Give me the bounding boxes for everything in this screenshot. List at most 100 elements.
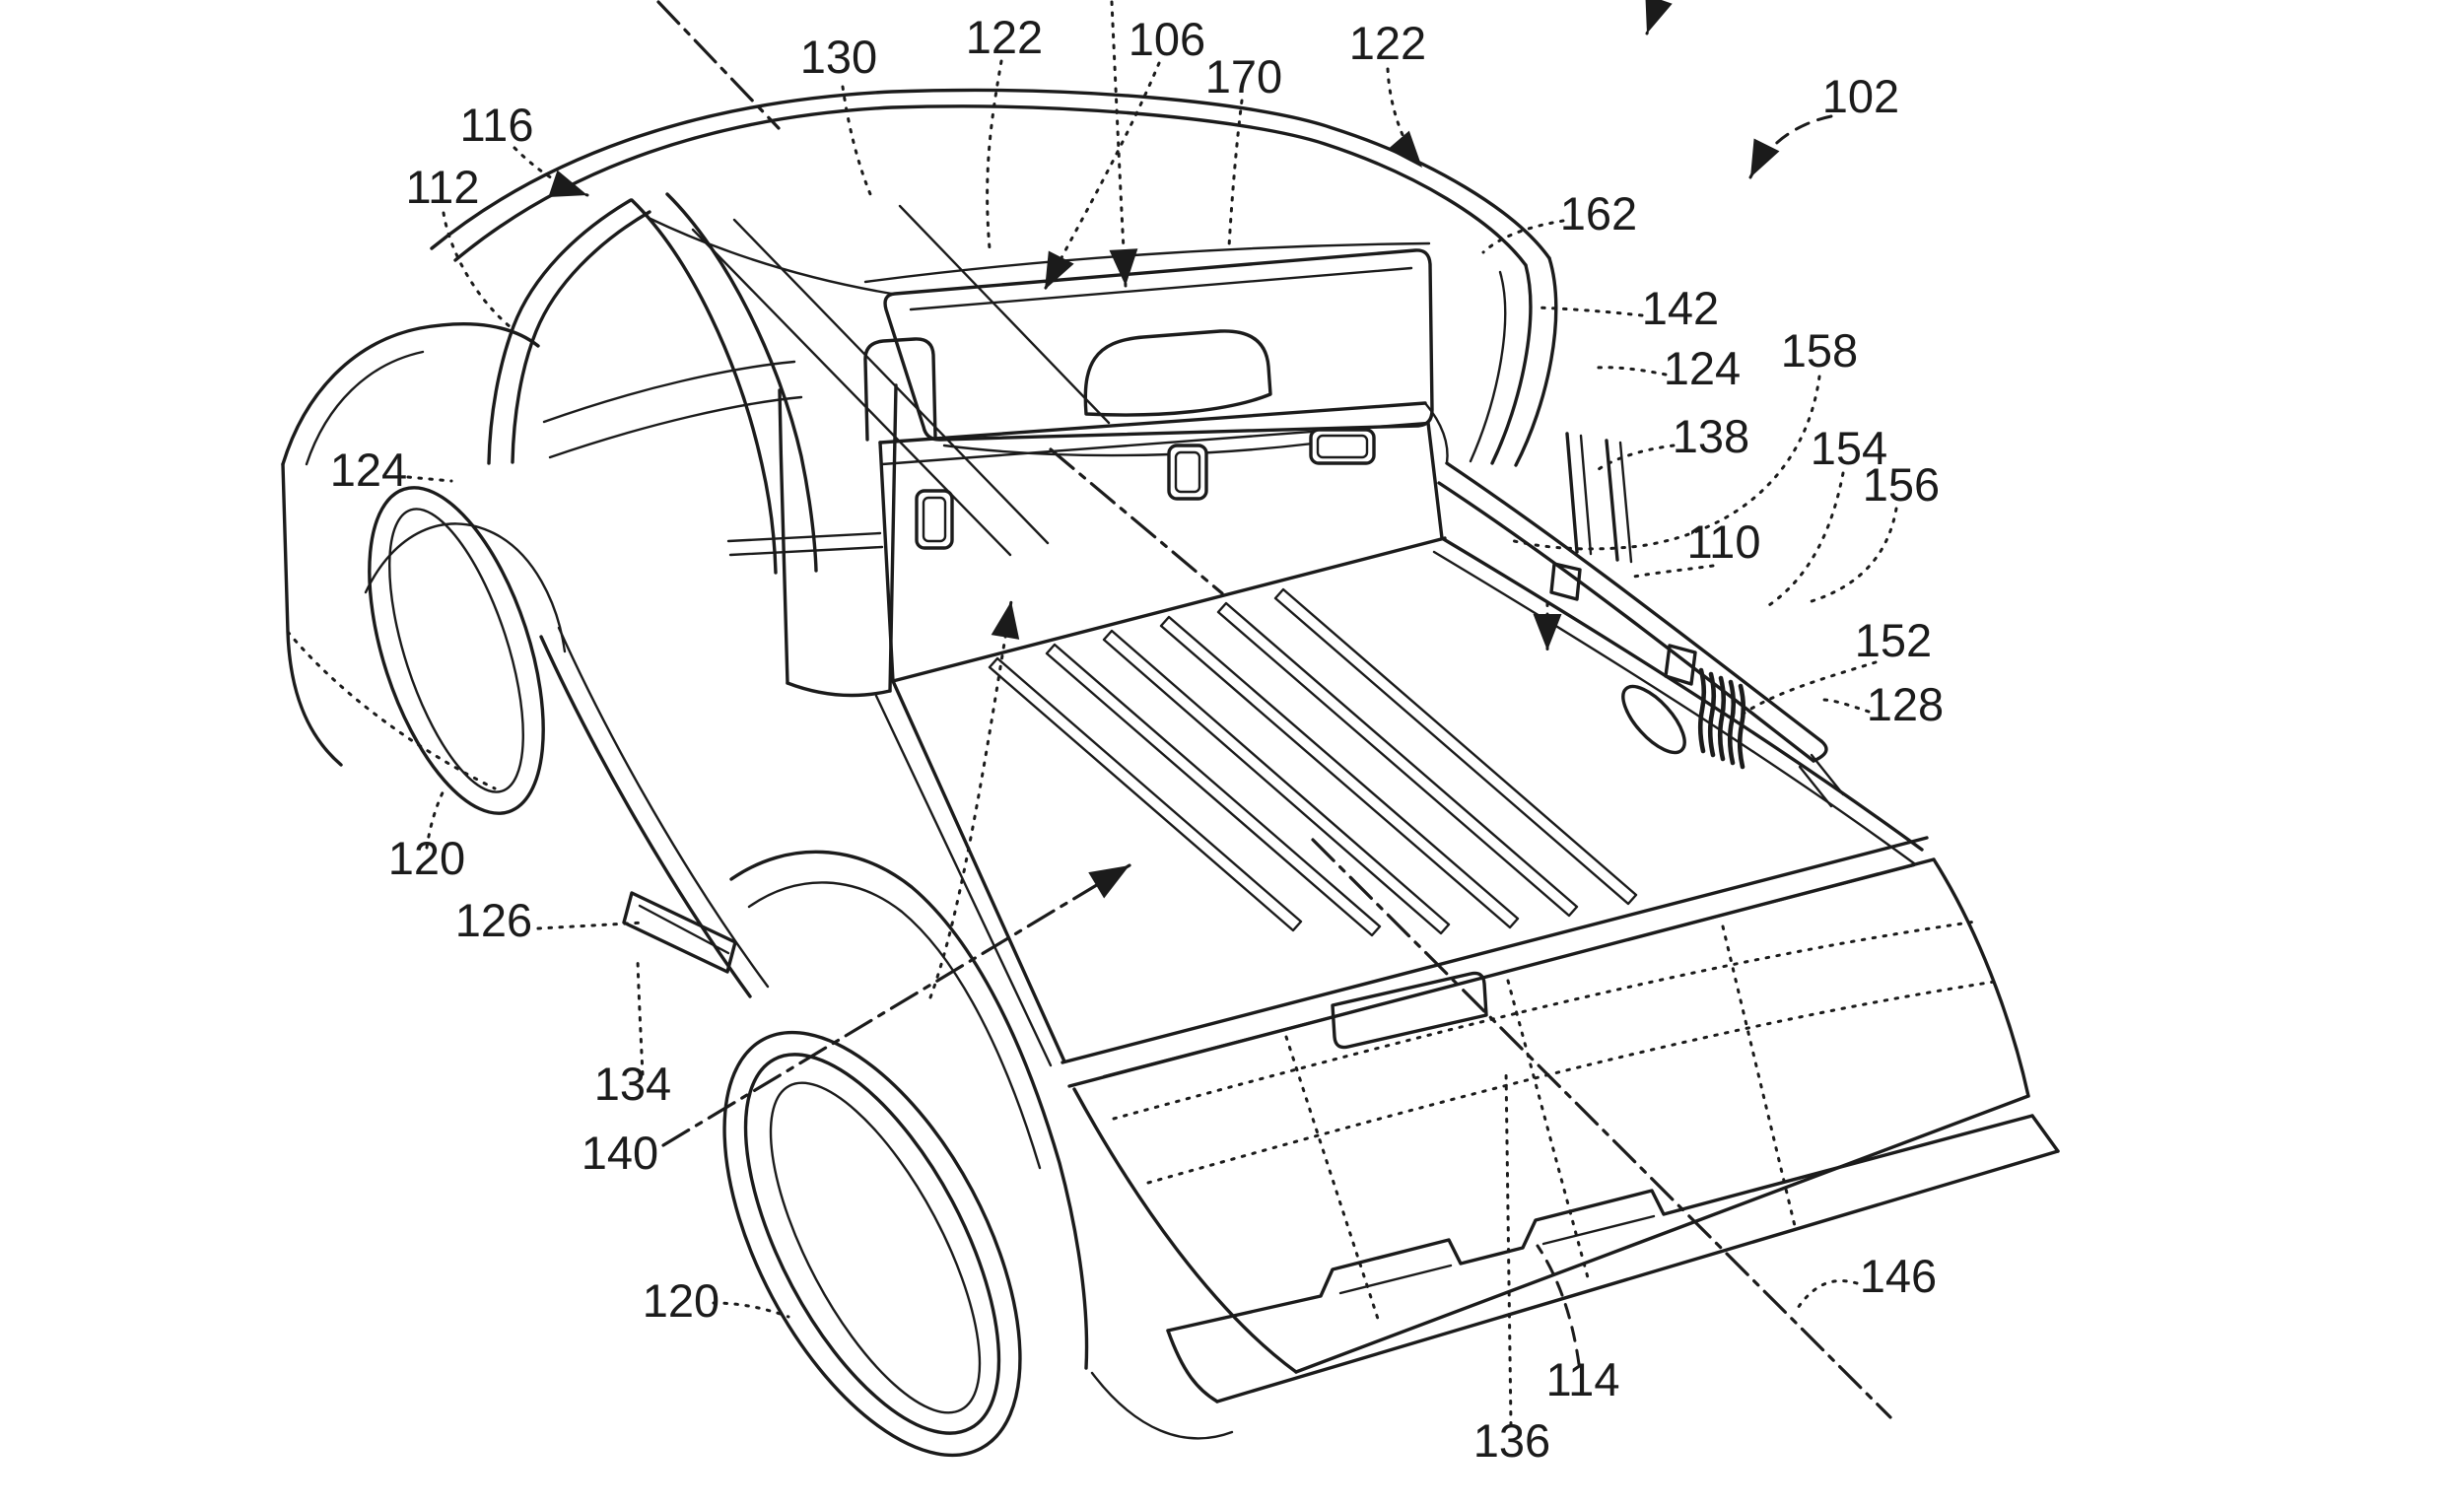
bumper-left-end [1166, 1329, 1219, 1403]
bulkhead-right-edge [1426, 421, 1444, 540]
tailgate-bottom-edge [1294, 1094, 2030, 1374]
bed-left-wall-edge-1 [891, 679, 1066, 1063]
c-pillar-inner [1469, 270, 1507, 463]
leader-110 [1632, 564, 1715, 579]
cage-brace-2 [898, 204, 1111, 425]
ref-label-136: 136 [1473, 1414, 1550, 1467]
underbody-line [1090, 1371, 1234, 1440]
leader-lines [406, 0, 1898, 1427]
tailgate-crease-2 [1506, 979, 1591, 1283]
bulkhead-top-cap [878, 401, 1427, 445]
front-fender-outer [281, 322, 540, 466]
ref-label-140: 140 [582, 1127, 658, 1179]
leader-122-a [986, 59, 1003, 250]
tailgate-left-edge [1072, 1087, 1298, 1374]
ref-label-130: 130 [800, 31, 877, 83]
tailgate-hidden-line-2 [1146, 979, 2003, 1185]
ref-label-138: 138 [1673, 410, 1749, 462]
tailgate-right-edge [1932, 857, 2030, 1098]
rail-diamond-cutout-2 [1664, 644, 1697, 686]
bumper-bottom-edge [1215, 1149, 2060, 1403]
rear-window-opening [883, 248, 1434, 442]
roof-outer-edge [430, 88, 1551, 260]
floor-slat-2 [1045, 643, 1382, 937]
front-wheel-arch [364, 522, 567, 653]
bed-right-wall-cap-1 [1440, 536, 1924, 852]
ref-label-116: 116 [460, 99, 534, 151]
leader-from-top-edge [1109, 0, 1138, 288]
rear-hoop-leg-1a [1565, 432, 1579, 554]
bulkhead-opening-1-inner [922, 496, 947, 543]
beltline-lower [548, 395, 803, 459]
leader-112 [442, 211, 513, 329]
leader-156 [1810, 507, 1898, 603]
centerline-segment-bottom [1311, 838, 1892, 1419]
rail-roller-cylinder [1621, 684, 1686, 755]
rocker-line-2 [557, 626, 770, 989]
bed-floor-slats [988, 587, 1638, 937]
front-tire-outer [368, 486, 545, 815]
ref-label-156: 156 [1863, 458, 1940, 511]
ref-label-102: 102 [1822, 70, 1899, 122]
rear-tire-mid [743, 1053, 1001, 1435]
headrest-left [863, 337, 937, 442]
ref-label-162: 162 [1560, 187, 1637, 240]
leader-136 [1504, 1067, 1513, 1427]
b-pillar-left-edge [778, 388, 789, 685]
bed-right-wall-cap-2 [1432, 550, 1916, 865]
leader-158 [1508, 375, 1821, 551]
floor-slat-6 [1273, 587, 1638, 906]
leader-138 [1597, 444, 1676, 471]
front-hoop-outer [487, 198, 633, 465]
centerline-segment-mid [1049, 447, 1224, 595]
front-clip-edge [281, 462, 343, 767]
door-shoulder-2 [728, 545, 884, 557]
tailgate-handle-recess [1331, 971, 1488, 1050]
rear-hoop-leg-1b [1579, 434, 1593, 556]
wall-vent-slats [1697, 667, 1746, 770]
ref-label-122-b: 122 [1349, 17, 1426, 69]
bulkhead-opening-3-inner [1316, 434, 1369, 459]
a-pillar-band-right [665, 192, 818, 573]
leader-122-b [1386, 67, 1424, 170]
c-pillar-outer [1514, 256, 1558, 467]
leader-102 [1748, 114, 1833, 179]
ref-label-152: 152 [1855, 614, 1932, 666]
leader-162 [1481, 219, 1565, 254]
ref-label-106: 106 [1129, 13, 1205, 65]
truck-line-art [281, 88, 2060, 1458]
front-hoop-inner [511, 210, 651, 464]
ref-label-170: 170 [1205, 50, 1282, 103]
rear-tire-inner [769, 1081, 982, 1414]
ref-label-120-b: 120 [643, 1274, 719, 1327]
ref-label-120-a: 120 [388, 832, 465, 884]
b-pillar-foot [786, 681, 892, 698]
centerline-segment-top [656, 0, 781, 130]
leader-142 [1534, 306, 1644, 317]
ref-label-134: 134 [594, 1058, 671, 1110]
bulkhead-opening-1 [915, 489, 954, 550]
leader-154 [1764, 471, 1845, 609]
leader-128 [1821, 698, 1871, 714]
bumper-step-shadow-1 [1338, 1264, 1453, 1295]
leader-170 [1227, 99, 1244, 248]
front-fender-inner [305, 350, 425, 466]
rear-tire-outer [722, 1030, 1022, 1458]
bed-floor-front-edge [891, 536, 1447, 683]
bed-axis-arrow [661, 863, 1131, 1147]
cargo-rail-bottom [1437, 481, 1815, 763]
leader-130 [841, 85, 872, 196]
leader-152 [1739, 660, 1878, 718]
rail-diamond-cutout-1 [1549, 562, 1582, 601]
bulkhead-opening-2-inner [1174, 450, 1201, 494]
front-hidden-edge [286, 630, 497, 790]
headrest-right [1083, 329, 1272, 417]
leader-120-a [425, 785, 447, 850]
roof-inner-edge [453, 104, 1528, 267]
leader-top-arrow [1645, 0, 1673, 35]
rear-window-inner-line [909, 266, 1413, 311]
tailgate-crease-3 [1721, 924, 1798, 1232]
